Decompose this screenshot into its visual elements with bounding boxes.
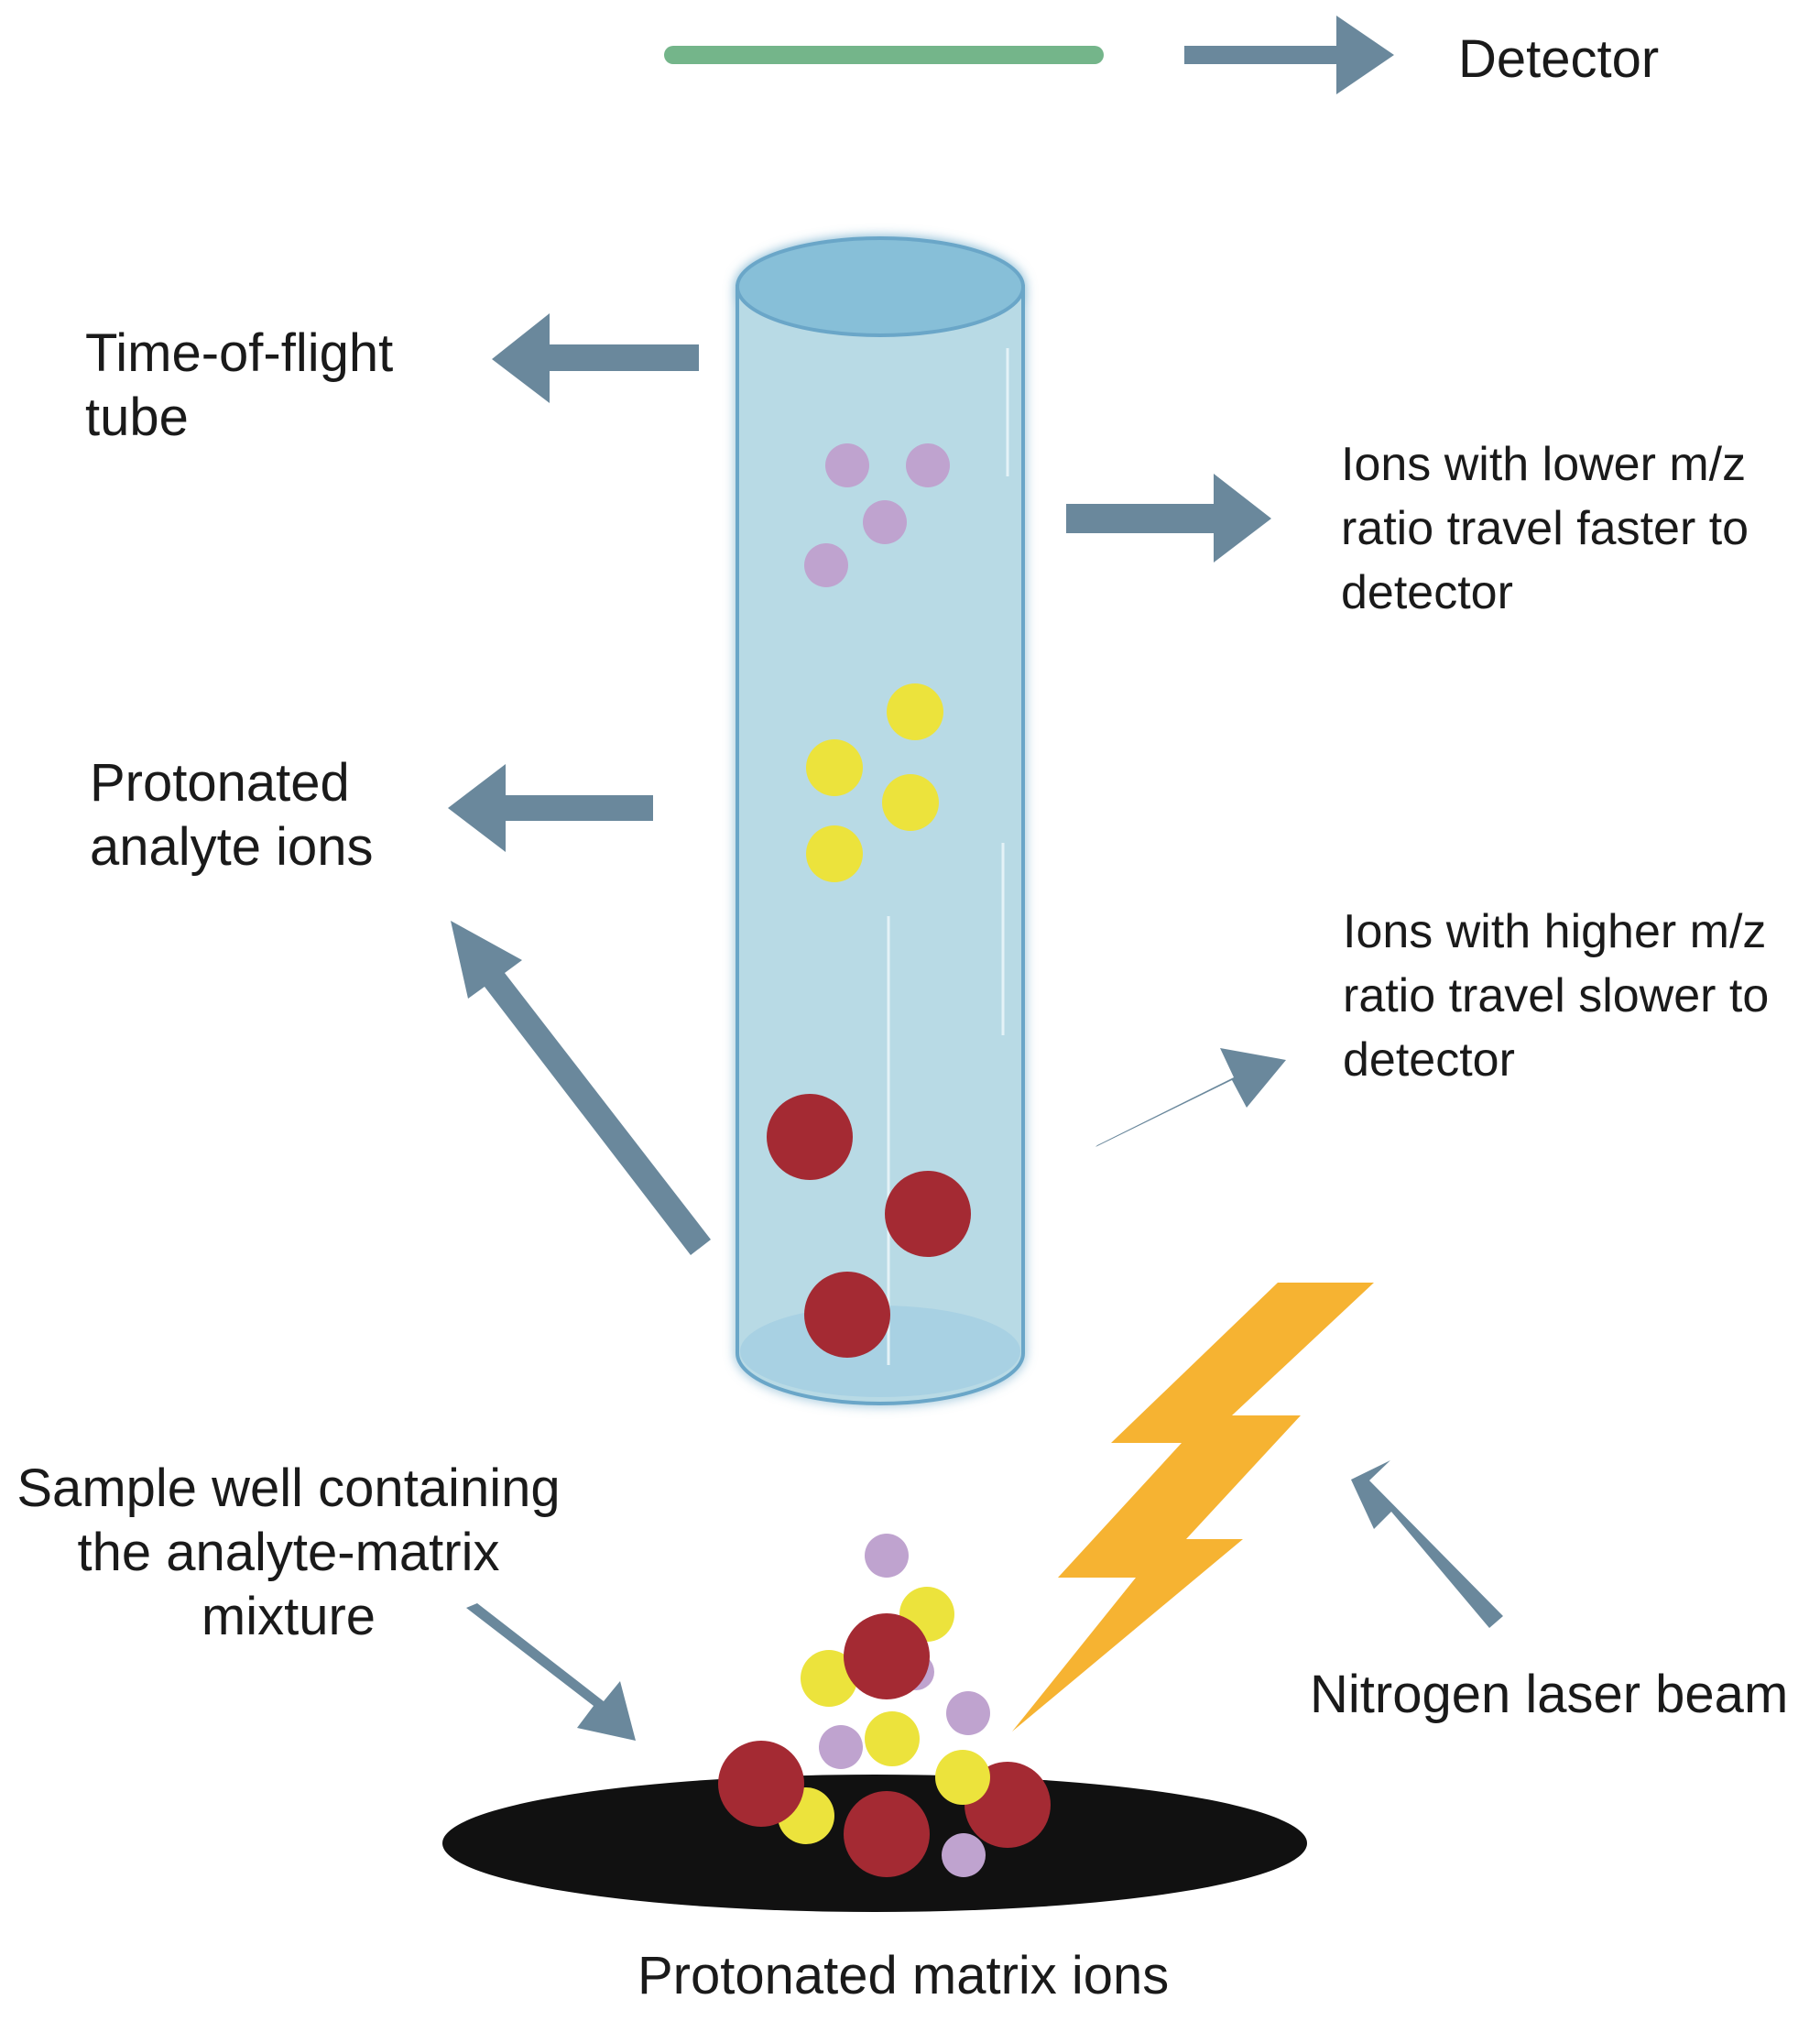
lavender-ion (946, 1691, 990, 1735)
arrows (448, 16, 1503, 1741)
lavender-ion (819, 1725, 863, 1769)
higher-mz-label: Ions with higher m/z ratio travel slower… (1343, 905, 1770, 1087)
red-ion (844, 1791, 930, 1877)
time-of-flight-tube-label: Time-of-flight tube (85, 323, 394, 447)
yellow-ion (887, 683, 943, 740)
yellow-ion (935, 1750, 990, 1805)
laser-bolt-icon (1012, 1283, 1374, 1732)
arrow-upper-left-icon (1351, 1460, 1503, 1628)
arrow-lower-right-icon (466, 1603, 636, 1741)
yellow-ion (882, 774, 939, 831)
red-ion (885, 1171, 971, 1257)
arrow-right-icon (1184, 16, 1394, 94)
lavender-ion (906, 443, 950, 487)
time-of-flight-tube (736, 236, 1025, 1405)
arrow-upper-right-icon (1095, 1048, 1286, 1147)
sample-well-ions (718, 1534, 1051, 1877)
lavender-ion (942, 1833, 986, 1877)
sample-well-label: Sample well containing the analyte-matri… (16, 1458, 561, 1646)
arrow-right-icon (1066, 474, 1271, 563)
lavender-ion (825, 443, 869, 487)
high-mz-ion-group (767, 1094, 971, 1358)
red-ion (844, 1613, 930, 1699)
tube-top-opening (736, 236, 1025, 337)
red-ion (767, 1094, 853, 1180)
lavender-ion (865, 1534, 909, 1578)
arrow-upper-left-icon (451, 921, 711, 1255)
protonated-analyte-ions-label: Protonated analyte ions (90, 753, 374, 877)
arrow-left-icon (492, 313, 699, 403)
yellow-ion (806, 825, 863, 882)
arrow-left-icon (448, 764, 653, 852)
nitrogen-laser-beam-label: Nitrogen laser beam (1310, 1665, 1789, 1724)
lower-mz-label: Ions with lower m/z ratio travel faster … (1341, 438, 1749, 619)
low-mz-ion-group (804, 443, 950, 587)
red-ion (804, 1272, 890, 1358)
detector-label: Detector (1458, 29, 1660, 89)
analyte-ion-group (806, 683, 943, 882)
yellow-ion (865, 1711, 920, 1766)
protonated-matrix-ions-label: Protonated matrix ions (638, 1946, 1170, 2005)
yellow-ion (806, 739, 863, 796)
yellow-ion (801, 1650, 857, 1707)
red-ion (718, 1741, 804, 1827)
lavender-ion (863, 500, 907, 544)
lavender-ion (804, 543, 848, 587)
tube-body (736, 285, 1025, 1405)
